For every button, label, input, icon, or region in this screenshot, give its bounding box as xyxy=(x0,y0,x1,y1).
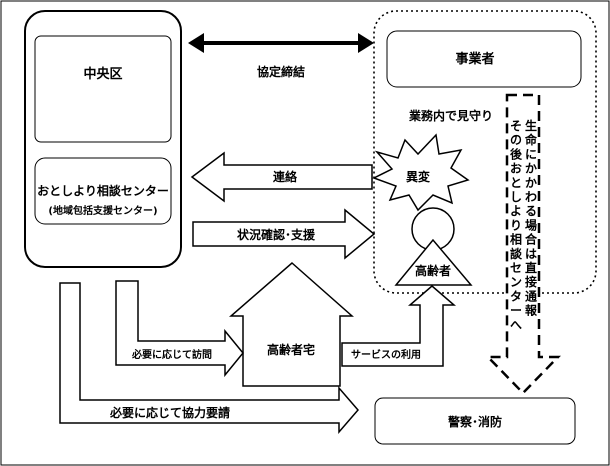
agreement-label: 協定締結 xyxy=(257,64,305,79)
ward-box xyxy=(34,35,172,143)
police-box xyxy=(374,397,576,445)
direct-report-arrow xyxy=(485,93,561,395)
center-sub-label: (地域包括支援センター) xyxy=(48,204,157,217)
elderly-body-icon xyxy=(394,238,473,286)
direct-report-text-1: 生命にかかわる場合は直接通報 xyxy=(524,118,538,318)
agreement-arrow-left-head xyxy=(188,33,204,53)
direct-report-text-2: その後おとしより相談センターへ xyxy=(510,119,523,332)
service-arrow xyxy=(341,285,457,367)
visit-label: 必要に応じて訪問 xyxy=(131,348,212,361)
service-label: サービスの利用 xyxy=(351,348,421,361)
business-box xyxy=(386,30,582,88)
business-container xyxy=(373,10,597,294)
contact-label: 連絡 xyxy=(273,169,298,184)
anomaly-label: 異変 xyxy=(406,169,431,184)
house-icon xyxy=(228,262,354,387)
center-label: おとしより相談センター xyxy=(37,183,169,198)
ward-label: 中央区 xyxy=(83,66,122,82)
cooperation-label: 必要に応じて協力要請 xyxy=(109,405,230,420)
agreement-arrow-right-head xyxy=(358,33,374,53)
confirm-arrow xyxy=(192,208,376,260)
visit-arrow xyxy=(115,280,244,378)
home-label: 高齢者宅 xyxy=(267,342,315,357)
business-label: 事業者 xyxy=(455,51,494,67)
monitoring-label: 業務内で見守り xyxy=(408,108,493,123)
elderly-label: 高齢者 xyxy=(415,263,451,278)
cooperation-arrow xyxy=(59,282,359,435)
police-label: 警察･消防 xyxy=(447,414,502,429)
center-box xyxy=(34,157,172,225)
anomaly-burst-icon xyxy=(372,133,470,212)
contact-arrow xyxy=(190,151,373,203)
confirm-label: 状況確認･支援 xyxy=(237,227,316,242)
